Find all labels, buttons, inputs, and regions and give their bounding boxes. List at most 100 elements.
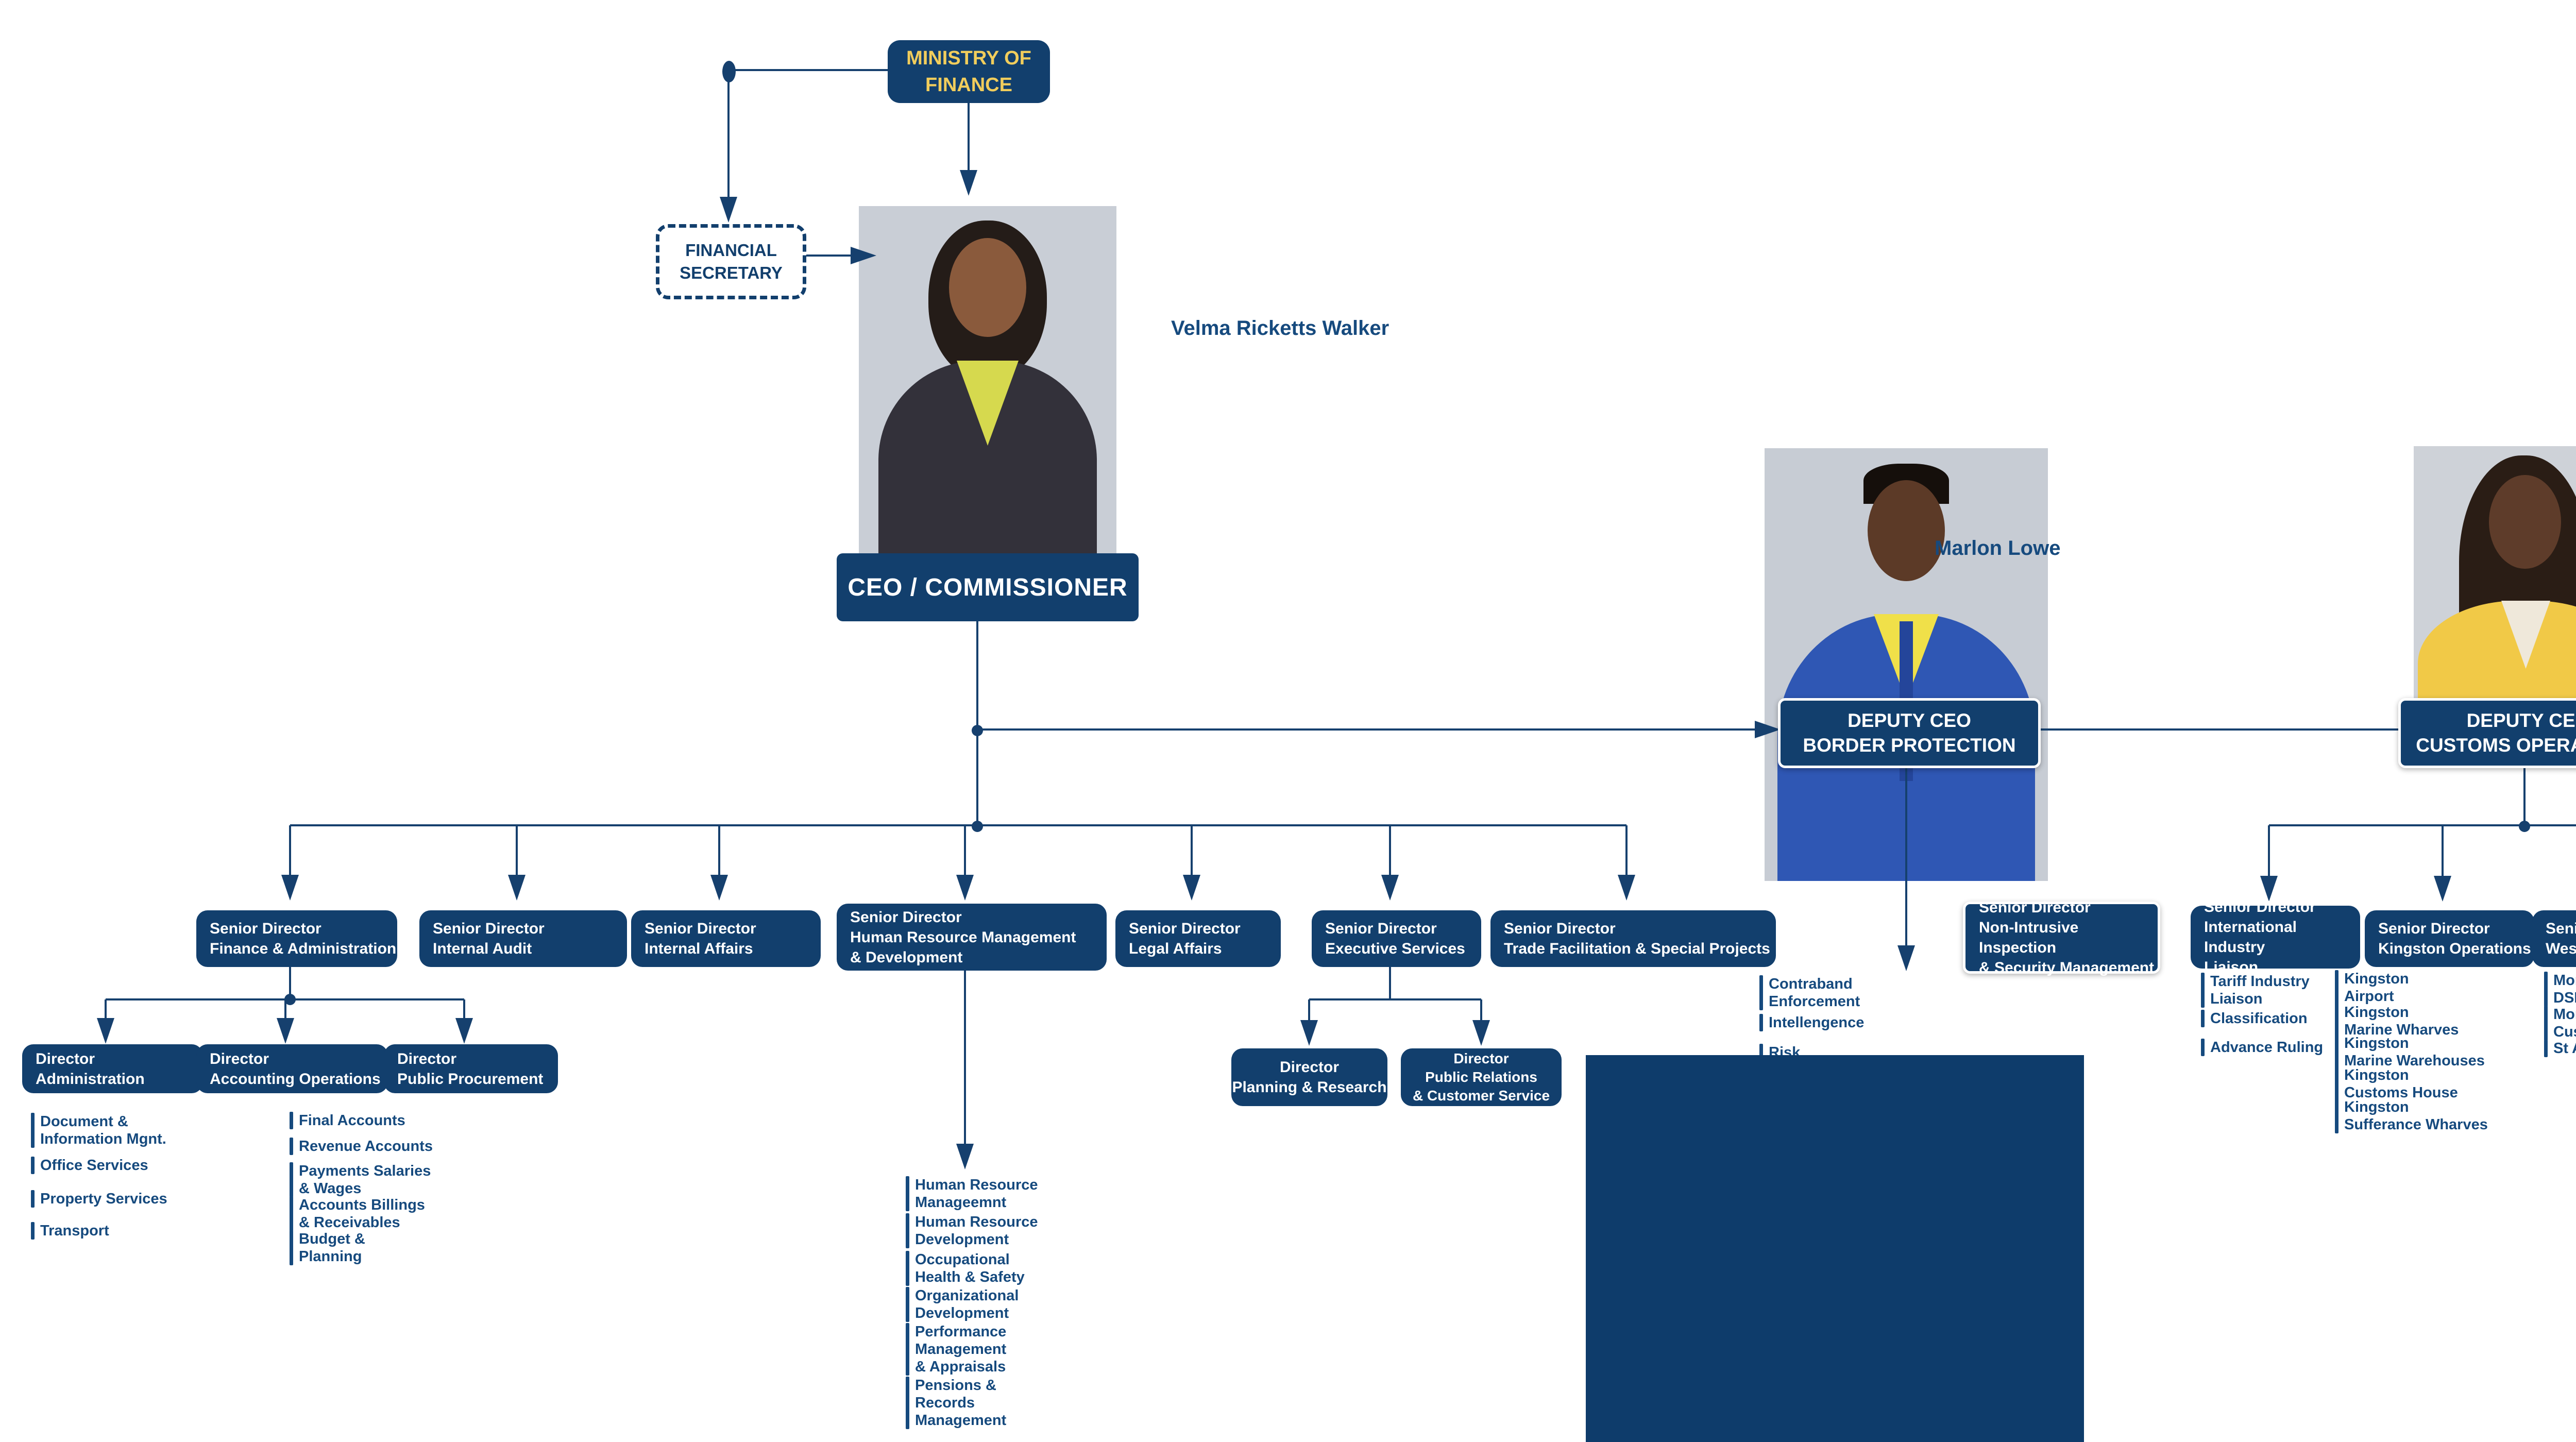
connector-line xyxy=(1191,825,1193,875)
dir-line1: Director xyxy=(1453,1050,1509,1066)
list-bullet xyxy=(2544,1040,2548,1057)
list-bullet xyxy=(2335,1066,2338,1101)
connector-line xyxy=(1389,825,1391,875)
arrow-down-icon xyxy=(710,875,728,901)
sd-line1: Senior Director xyxy=(2378,920,2490,937)
arrow-down-icon xyxy=(960,170,977,196)
sd-line2: Internal Affairs xyxy=(645,940,753,957)
director-accounting-operations-box: Director Accounting Operations xyxy=(196,1044,388,1093)
sd-line2: Non-Intrusive Inspection xyxy=(1979,919,2079,956)
sd-line2: Finance & Administration xyxy=(210,940,397,957)
sd-non-intrusive-inspection-box: Senior Director Non-Intrusive Inspection… xyxy=(1963,899,2160,976)
list-item: Document &Information Mgnt. xyxy=(31,1113,166,1148)
arrow-down-icon xyxy=(2260,876,2278,902)
list-bullet xyxy=(2544,1006,2548,1041)
connector-node xyxy=(2519,821,2530,832)
sd-hr-management-development-box: Senior Director Human Resource Managemen… xyxy=(837,904,1107,971)
sd-line3: & Development xyxy=(850,948,963,966)
connector-line xyxy=(289,825,291,875)
connector-line xyxy=(2442,825,2444,876)
sd-line1: Senior Director xyxy=(433,920,545,937)
list-bullet xyxy=(2335,1004,2338,1039)
connector-line xyxy=(2268,825,2270,876)
dir-line2: Planning & Research xyxy=(1232,1079,1387,1096)
connector-line xyxy=(977,728,1759,731)
list-bullet xyxy=(1759,1044,1763,1061)
arrow-down-icon xyxy=(2434,876,2451,902)
connector-line xyxy=(718,825,720,875)
deputy-title-line1: DEPUTY CEO xyxy=(2466,710,2576,731)
list-bullet xyxy=(290,1138,293,1155)
arrow-down-icon xyxy=(720,197,737,223)
dir-line2: Accounting Operations xyxy=(210,1070,381,1088)
dir-line2: Public Relations xyxy=(1425,1069,1537,1085)
sd-internal-audit-box: Senior Director Internal Audit xyxy=(419,910,627,967)
sd-trade-facilitation-box: Senior Director Trade Facilitation & Spe… xyxy=(1490,910,1776,967)
arrow-down-icon xyxy=(455,1018,473,1044)
sd-line2: Legal Affairs xyxy=(1129,940,1222,957)
connector-line xyxy=(105,999,107,1019)
director-administration-box: Director Administration xyxy=(22,1044,203,1093)
dir-line3: & Customer Service xyxy=(1412,1088,1550,1104)
connector-line xyxy=(976,621,978,731)
connector-line xyxy=(284,999,286,1019)
list-item: Office Services xyxy=(31,1157,148,1174)
list-bullet xyxy=(31,1222,35,1240)
arrow-down-icon xyxy=(1381,875,1399,901)
dir-line2: Public Procurement xyxy=(397,1070,544,1088)
deputy-title-line2: CUSTOMS OPERATIONS xyxy=(2416,735,2576,756)
connector-line xyxy=(1309,998,1481,1000)
list-bullet xyxy=(1759,975,1763,1010)
list-bullet xyxy=(906,1287,909,1322)
sd-line1: Senior Director xyxy=(645,920,756,937)
sd-line3: & Security Management xyxy=(1979,959,2155,976)
list-bullet xyxy=(290,1196,293,1231)
connector-line xyxy=(964,971,966,1144)
list-item: Property Services xyxy=(31,1190,167,1208)
arrow-down-icon xyxy=(281,875,299,901)
dir-line1: Director xyxy=(36,1050,95,1067)
arrow-down-icon xyxy=(1618,875,1635,901)
border-deputy-photo xyxy=(1765,448,2048,881)
dir-line1: Director xyxy=(1279,1059,1340,1076)
arrow-right-icon xyxy=(1755,721,1781,738)
arrow-down-icon xyxy=(1897,945,1915,971)
deputy-ceo-customs-operations-box: DEPUTY CEO CUSTOMS OPERATIONS xyxy=(2398,698,2576,768)
list-bullet xyxy=(2544,972,2548,1007)
ceo-commissioner-box: CEO / COMMISSIONER xyxy=(837,553,1139,621)
list-item: St Ann’s Bay xyxy=(2544,1040,2576,1057)
face-shape xyxy=(949,238,1026,337)
connector-node xyxy=(722,61,736,82)
sd-western-operations-box: Senior Director Western Operations xyxy=(2532,910,2576,967)
arrow-down-icon xyxy=(277,1018,294,1044)
sd-line2: Trade Facilitation & Special Projects xyxy=(1504,940,1770,957)
financial-secretary-line1: FINANCIAL xyxy=(685,241,777,260)
list-bullet xyxy=(290,1230,293,1265)
sd-line2: Human Resource Management xyxy=(850,928,1076,946)
arrow-down-icon xyxy=(1472,1020,1490,1046)
list-item: Classification xyxy=(2201,1010,2308,1027)
list-bullet xyxy=(290,1162,293,1197)
connector-line xyxy=(289,967,291,999)
connector-line xyxy=(976,731,978,825)
financial-secretary-line2: SECRETARY xyxy=(680,263,783,282)
ceo-title: CEO / COMMISSIONER xyxy=(848,573,1128,601)
list-item: Montego BayDSI Airport xyxy=(2544,972,2576,1007)
connector-line xyxy=(290,824,1626,826)
list-item: Advance Ruling xyxy=(2201,1039,2323,1056)
list-bullet xyxy=(2335,970,2338,1005)
sd-line1: Senior Director xyxy=(1129,920,1241,937)
sd-line2: Internal Audit xyxy=(433,940,532,957)
list-item: Budget &Planning xyxy=(290,1230,365,1265)
solid-navy-rectangle xyxy=(1586,1055,2084,1442)
dir-line2: Administration xyxy=(36,1070,145,1088)
sd-line1: Senior Director xyxy=(1504,920,1616,937)
sd-kingston-operations-box: Senior Director Kingston Operations xyxy=(2365,910,2534,967)
